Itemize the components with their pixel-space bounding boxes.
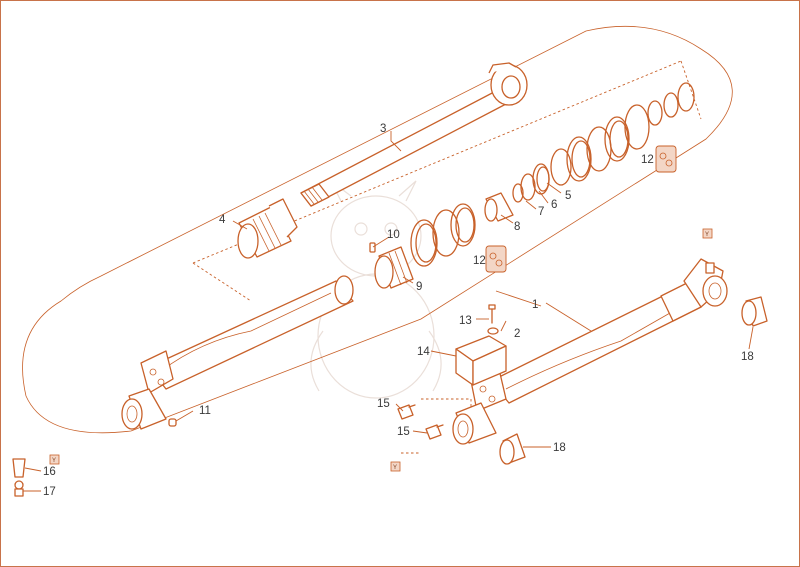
- label-12-upper: 12: [641, 154, 654, 166]
- y-marker-icon: Y: [390, 461, 401, 472]
- label-7: 7: [538, 206, 544, 218]
- svg-text:Y: Y: [52, 458, 56, 464]
- label-12-lower: 12: [473, 255, 486, 267]
- part-11-pin: [168, 418, 177, 427]
- washer: [487, 327, 499, 335]
- label-4: 4: [219, 214, 226, 226]
- assembly-outline-oval: [22, 25, 733, 434]
- bushing-lower: [499, 433, 526, 465]
- cylinder-barrel: [121, 275, 354, 430]
- grease-fitting-lower: [425, 424, 444, 440]
- seal-kit-bag-icon: [655, 145, 677, 173]
- label-17: 17: [43, 486, 56, 498]
- label-14: 14: [417, 346, 430, 358]
- label-6: 6: [551, 199, 557, 211]
- label-5: 5: [565, 190, 571, 202]
- label-18-upper: 18: [741, 351, 754, 363]
- svg-text:Y: Y: [393, 465, 397, 471]
- screw: [488, 304, 496, 324]
- label-16: 16: [43, 466, 56, 478]
- grease-fitting-upper: [397, 404, 416, 420]
- piston: [374, 246, 414, 289]
- piston-seals: [410, 163, 550, 267]
- label-3: 3: [380, 123, 386, 135]
- label-10: 10: [387, 229, 400, 241]
- label-1: 1: [532, 299, 538, 311]
- label-11: 11: [199, 405, 211, 417]
- part-labels: 1 2 3 4 5 6 7 8 9 10 11 12 12 13 14 15 1…: [43, 123, 754, 498]
- label-13: 13: [459, 315, 472, 327]
- part-10-pin: [369, 242, 376, 253]
- rod-guide: [237, 198, 298, 259]
- assembled-cylinder: [452, 258, 728, 445]
- label-9: 9: [416, 281, 422, 293]
- bracket: [455, 335, 507, 386]
- svg-text:Y: Y: [705, 232, 709, 238]
- bushing-upper: [741, 296, 768, 327]
- label-15-lower: 15: [397, 426, 410, 438]
- y-marker-icon: Y: [702, 228, 713, 239]
- label-15-upper: 15: [377, 398, 390, 410]
- label-18-lower: 18: [553, 442, 566, 454]
- y-marker-icon: Y: [49, 454, 60, 465]
- legend-fitting-icon: [14, 480, 24, 497]
- label-2: 2: [514, 328, 520, 340]
- label-8: 8: [514, 221, 520, 233]
- piston-rod: [300, 62, 528, 207]
- seal-kit-bag-icon: [485, 245, 507, 273]
- leader-lines: [23, 131, 754, 492]
- seal-kit-rings: [550, 82, 695, 186]
- legend-cup-icon: [12, 458, 26, 478]
